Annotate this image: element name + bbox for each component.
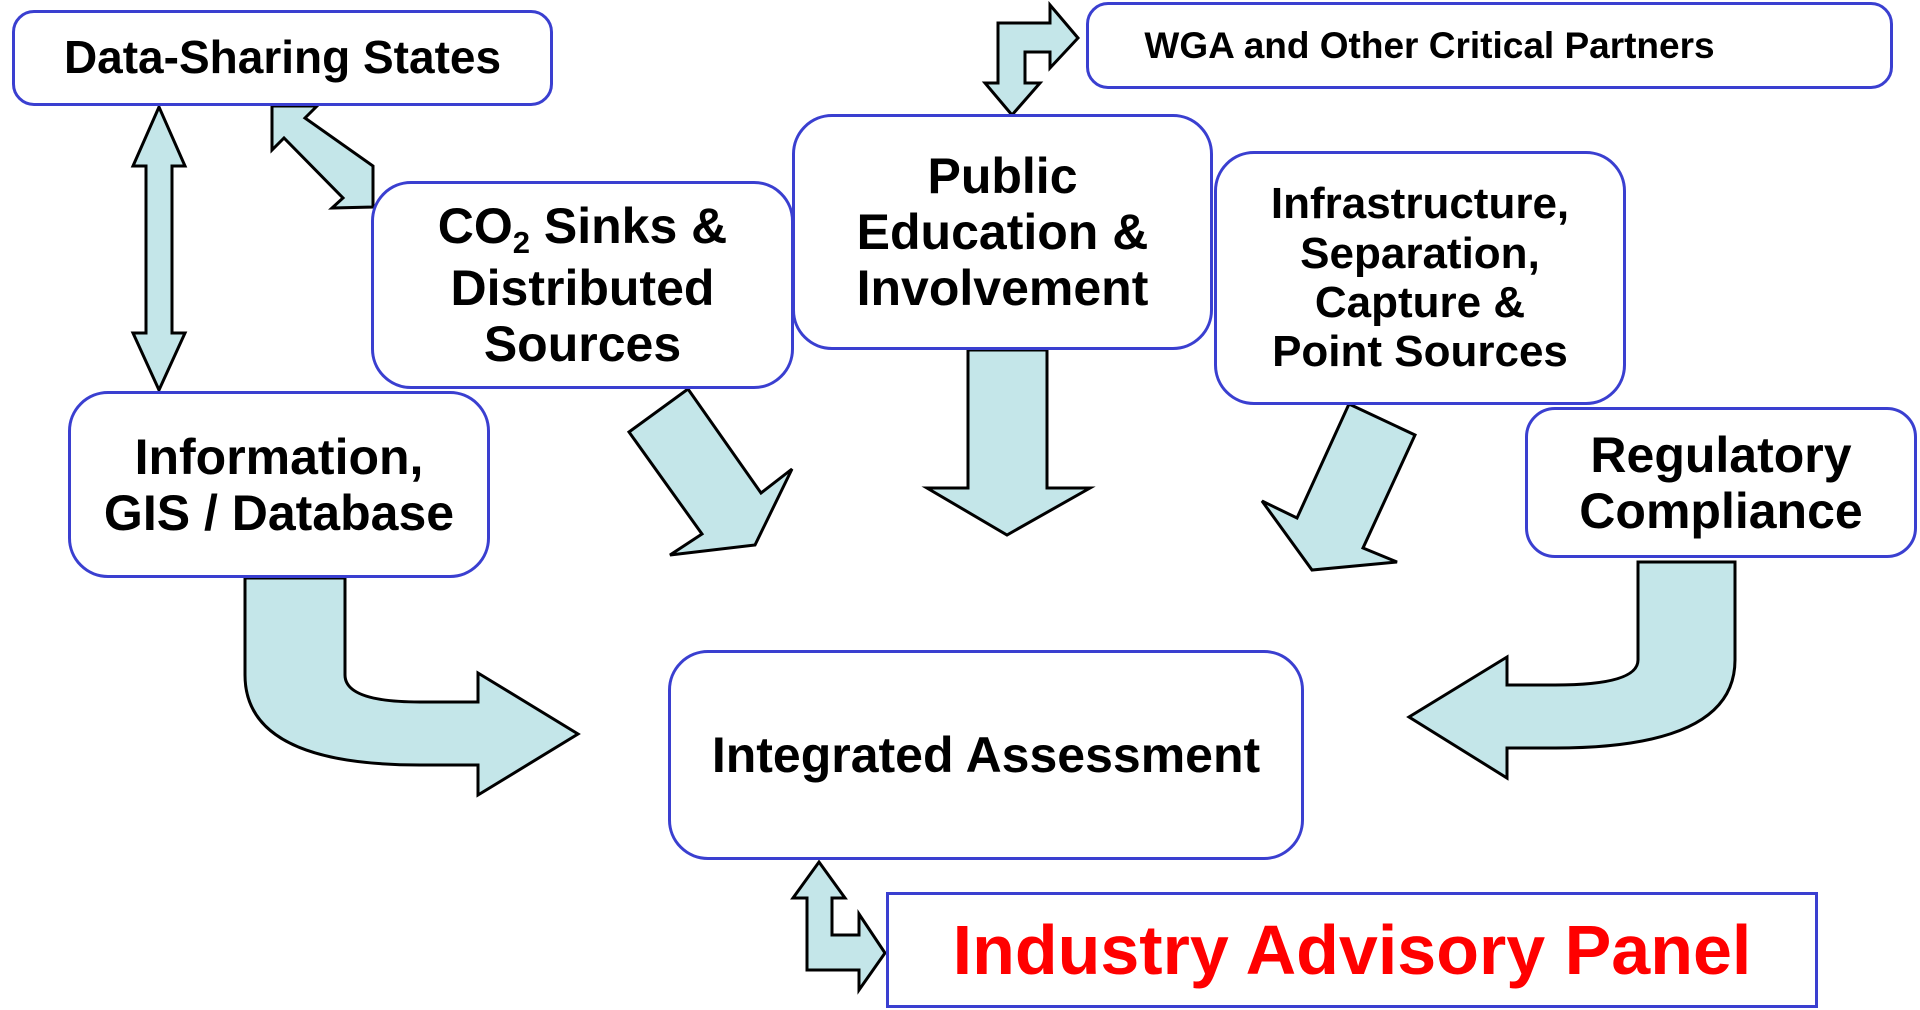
label-line: Compliance (1579, 482, 1863, 539)
double-arrow-wga-publiceducation (981, 0, 1081, 118)
arrow-co2-to-integrated (626, 386, 794, 557)
label-line: Infrastructure, (1270, 179, 1570, 229)
node-label: Integrated Assessment (711, 727, 1261, 783)
node-information-gis: Information, GIS / Database (68, 391, 490, 578)
node-regulatory-compliance: Regulatory Compliance (1525, 407, 1917, 558)
label-line: Capture & (1314, 278, 1526, 327)
double-arrow-integrated-industry (790, 859, 887, 995)
double-arrow-datasharing-co2 (270, 104, 375, 210)
arrow-publiceducation-to-integrated (921, 348, 1096, 537)
label-line: Sources (483, 316, 682, 373)
label-line: Regulatory (1590, 426, 1852, 483)
arrow-regulatory-to-integrated (1406, 560, 1737, 781)
label-line: Public (927, 148, 1078, 204)
label-line: Point Sources (1272, 327, 1568, 377)
label-line: Distributed (450, 260, 715, 317)
node-infrastructure: Infrastructure, Separation, Capture & Po… (1214, 151, 1626, 405)
label-line: Education & (856, 204, 1149, 260)
node-wga-partners: WGA and Other Critical Partners (1086, 2, 1893, 89)
node-industry-advisory-panel: Industry Advisory Panel (886, 892, 1818, 1008)
node-label: Industry Advisory Panel (952, 910, 1752, 989)
label-line: Separation, (1300, 228, 1540, 278)
label-line: CO2 Sinks & (438, 198, 728, 261)
arrow-information-to-integrated (243, 576, 581, 798)
double-arrow-datasharing-information (130, 103, 188, 394)
co2-suffix: Sinks & (529, 197, 728, 254)
node-label: Data-Sharing States (63, 31, 502, 84)
node-label: WGA and Other Critical Partners (1144, 24, 1715, 66)
co2-prefix: CO (437, 197, 513, 254)
node-co2-sinks: CO2 Sinks & Distributed Sources (371, 181, 794, 389)
node-label: CO2 Sinks & Distributed Sources (438, 198, 728, 373)
node-data-sharing-states: Data-Sharing States (12, 10, 553, 106)
node-integrated-assessment: Integrated Assessment (668, 650, 1304, 860)
label-line: Information, (134, 428, 424, 485)
node-label: Infrastructure, Separation, Capture & Po… (1271, 179, 1569, 376)
node-label: Public Education & Involvement (857, 148, 1149, 316)
arrow-infrastructure-to-integrated (1260, 401, 1417, 572)
node-label: Information, GIS / Database (104, 429, 454, 541)
label-line: GIS / Database (103, 484, 455, 541)
label-line: Involvement (856, 260, 1149, 316)
node-public-education: Public Education & Involvement (792, 114, 1213, 350)
co2-subscript: 2 (512, 224, 530, 260)
node-label: Regulatory Compliance (1579, 427, 1862, 539)
